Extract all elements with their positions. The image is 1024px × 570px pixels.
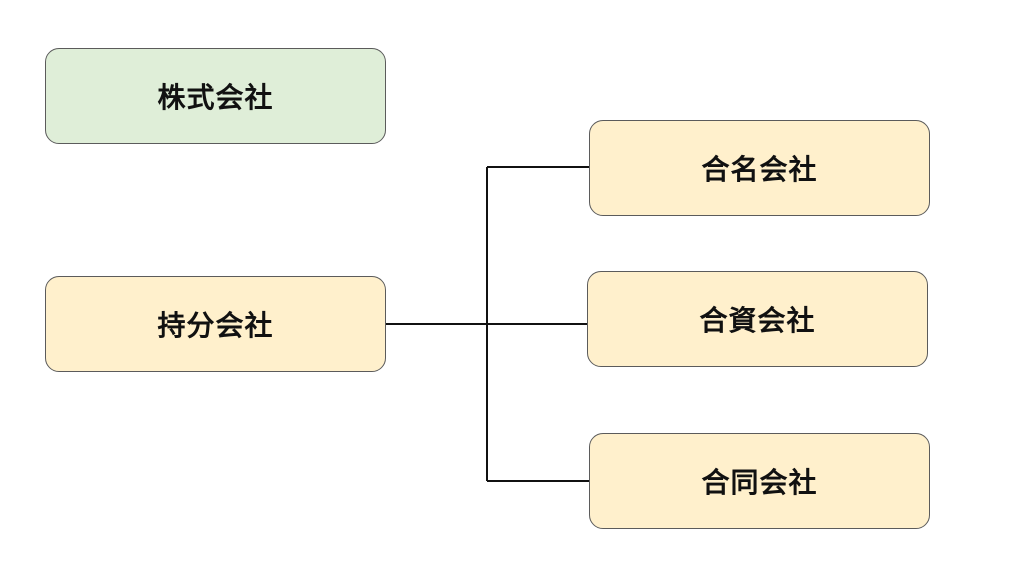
node-gomei-kaisha: 合名会社: [589, 120, 930, 216]
node-mochibun-kaisha: 持分会社: [45, 276, 386, 372]
node-label: 持分会社: [157, 309, 274, 342]
node-goshi-kaisha: 合資会社: [587, 271, 928, 367]
node-label: 株式会社: [157, 81, 274, 114]
node-label: 合名会社: [701, 153, 818, 186]
node-label: 合資会社: [699, 304, 816, 337]
node-label: 合同会社: [701, 466, 818, 499]
node-godo-kaisha: 合同会社: [589, 433, 930, 529]
node-kabushiki-kaisha: 株式会社: [45, 48, 386, 144]
